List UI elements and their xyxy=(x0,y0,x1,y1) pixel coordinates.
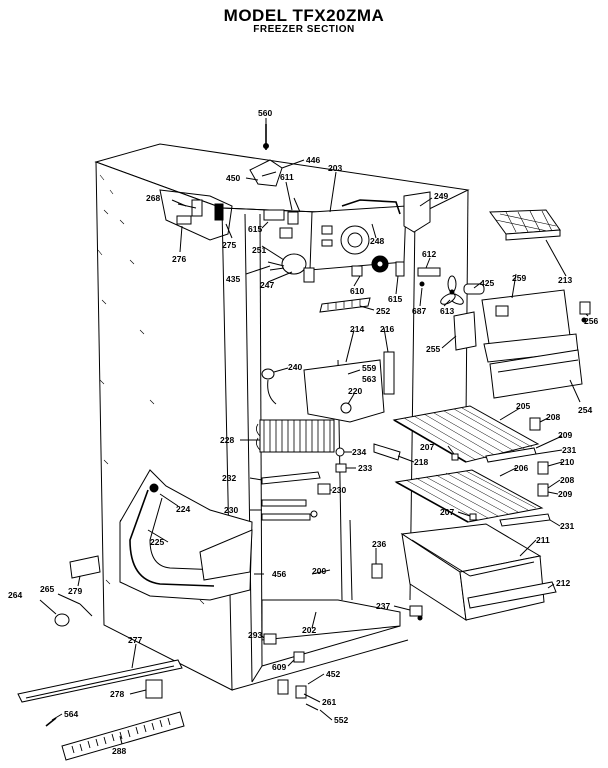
part-label-261: 261 xyxy=(322,697,336,707)
part-label-612: 612 xyxy=(422,249,436,259)
part-label-216: 216 xyxy=(380,324,394,334)
part-label-288: 288 xyxy=(112,746,126,756)
part-label-247: 247 xyxy=(260,280,274,290)
part-label-211: 211 xyxy=(536,535,550,545)
part-label-611: 611 xyxy=(280,172,294,182)
part-label-203: 203 xyxy=(328,163,342,173)
part-label-456: 456 xyxy=(272,569,286,579)
part-label-208-upper: 208 xyxy=(546,412,560,422)
part-label-231-upper: 231 xyxy=(562,445,576,455)
part-label-230-left: 230 xyxy=(224,505,238,515)
part-label-207-upper: 207 xyxy=(420,442,434,452)
part-label-218: 218 xyxy=(414,457,428,467)
middle-assembly xyxy=(256,351,551,527)
part-label-206: 206 xyxy=(514,463,528,473)
part-label-220: 220 xyxy=(348,386,362,396)
part-label-224: 224 xyxy=(176,504,190,514)
part-label-252: 252 xyxy=(376,306,390,316)
part-label-251: 251 xyxy=(252,245,266,255)
part-labels: 560 446 450 611 203 249 268 615 248 275 … xyxy=(8,108,598,756)
part-label-210: 210 xyxy=(560,457,574,467)
part-label-228: 228 xyxy=(220,435,234,445)
part-label-248: 248 xyxy=(370,236,384,246)
part-label-435: 435 xyxy=(226,274,240,284)
part-label-249: 249 xyxy=(434,191,448,201)
lower-assembly xyxy=(17,469,557,761)
part-label-564: 564 xyxy=(64,709,78,719)
part-label-276: 276 xyxy=(172,254,186,264)
page-subtitle: FREEZER SECTION xyxy=(253,24,355,35)
part-label-264: 264 xyxy=(8,590,22,600)
part-label-446: 446 xyxy=(306,155,320,165)
part-label-687: 687 xyxy=(412,306,426,316)
part-label-209-upper: 209 xyxy=(558,430,572,440)
part-label-613: 613 xyxy=(440,306,454,316)
part-label-208-lower: 208 xyxy=(560,475,574,485)
part-label-232: 232 xyxy=(222,473,236,483)
part-label-233: 233 xyxy=(358,463,372,473)
part-label-277: 277 xyxy=(128,635,142,645)
part-label-231-lower: 231 xyxy=(560,521,574,531)
part-label-202: 202 xyxy=(302,625,316,635)
part-label-615-mid: 615 xyxy=(388,294,402,304)
part-label-560: 560 xyxy=(258,108,272,118)
part-label-615-top: 615 xyxy=(248,224,262,234)
part-label-563: 563 xyxy=(362,374,376,384)
part-label-225: 225 xyxy=(150,537,164,547)
part-label-265: 265 xyxy=(40,584,54,594)
part-label-209-lower: 209 xyxy=(558,489,572,499)
part-label-610: 610 xyxy=(350,286,364,296)
part-label-254: 254 xyxy=(578,405,592,415)
leader-lines xyxy=(39,118,589,745)
part-label-230-right: 230 xyxy=(332,485,346,495)
part-label-214: 214 xyxy=(350,324,364,334)
part-label-236: 236 xyxy=(372,539,386,549)
part-label-205: 205 xyxy=(516,401,530,411)
part-label-255: 255 xyxy=(426,344,440,354)
top-assembly xyxy=(159,124,591,399)
part-label-279: 279 xyxy=(68,586,82,596)
part-label-207-lower: 207 xyxy=(440,507,454,517)
part-label-259: 259 xyxy=(512,273,526,283)
part-label-559: 559 xyxy=(362,363,376,373)
part-label-609: 609 xyxy=(272,662,286,672)
part-label-237: 237 xyxy=(376,601,390,611)
part-label-256: 256 xyxy=(584,316,598,326)
part-label-213: 213 xyxy=(558,275,572,285)
page-title: MODEL TFX20ZMA xyxy=(223,6,385,25)
part-label-212: 212 xyxy=(556,578,570,588)
part-label-240: 240 xyxy=(288,362,302,372)
part-label-234: 234 xyxy=(352,447,366,457)
part-label-425: 425 xyxy=(480,278,494,288)
part-label-552: 552 xyxy=(334,715,348,725)
part-label-275: 275 xyxy=(222,240,236,250)
part-label-452: 452 xyxy=(326,669,340,679)
part-label-268: 268 xyxy=(146,193,160,203)
part-label-278: 278 xyxy=(110,689,124,699)
part-label-293: 293 xyxy=(248,630,262,640)
part-label-450: 450 xyxy=(226,173,240,183)
part-label-200: 200 xyxy=(312,566,326,576)
